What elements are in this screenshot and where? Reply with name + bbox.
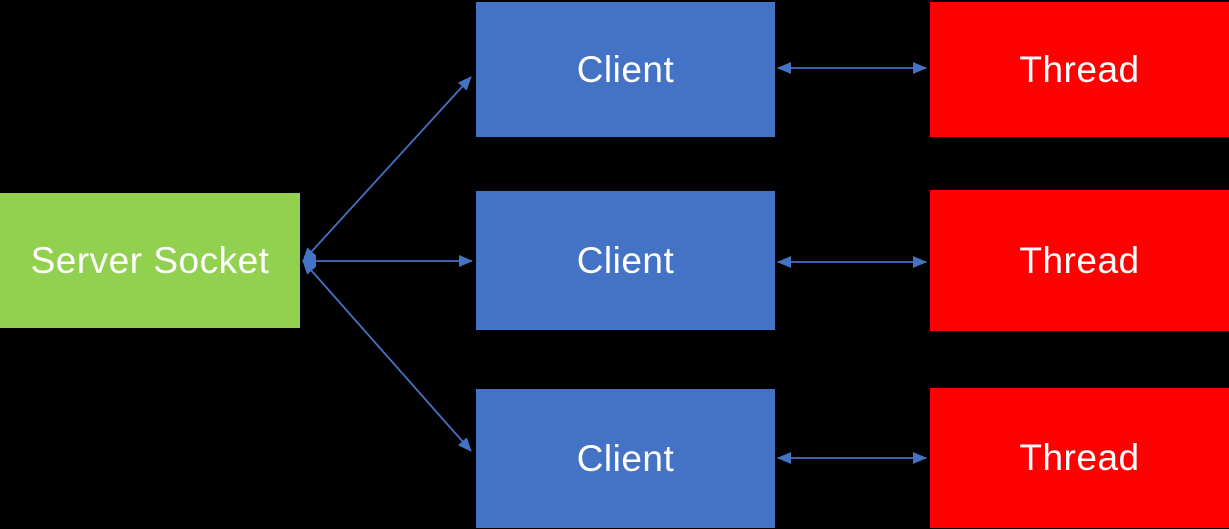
- server-socket-label: Server Socket: [30, 239, 270, 281]
- client-label-1: Client: [576, 48, 675, 90]
- arrow-server-to-client-1: [302, 76, 472, 262]
- arrow-server-to-client-3: [302, 260, 472, 452]
- thread-label-2: Thread: [1019, 239, 1140, 281]
- client-label-3: Client: [576, 437, 675, 479]
- client-node-1: Client: [476, 2, 775, 137]
- client-node-3: Client: [476, 389, 775, 528]
- thread-node-2: Thread: [930, 190, 1229, 331]
- thread-node-3: Thread: [930, 388, 1229, 528]
- client-label-2: Client: [576, 239, 675, 281]
- thread-node-1: Thread: [930, 2, 1229, 137]
- client-node-2: Client: [476, 191, 775, 330]
- thread-label-1: Thread: [1019, 48, 1140, 90]
- thread-label-3: Thread: [1019, 437, 1140, 478]
- server-socket-node: Server Socket: [0, 193, 300, 328]
